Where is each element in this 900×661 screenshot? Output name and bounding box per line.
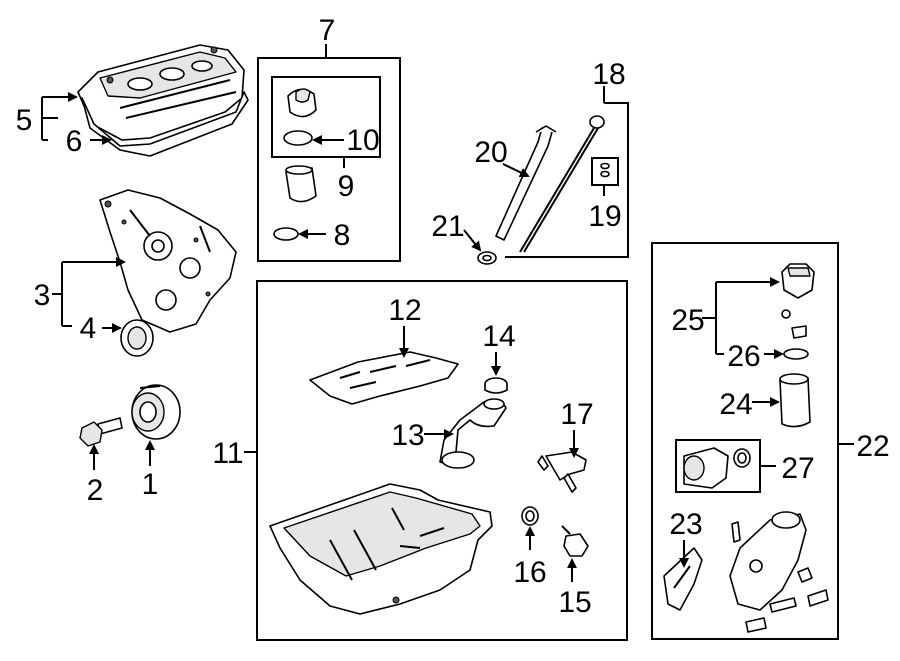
callout-18: 18 (592, 58, 625, 91)
callout-26: 26 (727, 340, 760, 373)
group-box-11 (256, 280, 628, 641)
drain-plug-illustration (561, 525, 589, 557)
callout-14: 14 (482, 320, 515, 353)
callout-5: 5 (16, 104, 33, 137)
crankshaft-damper-illustration (131, 384, 181, 440)
callout-19: 19 (588, 200, 621, 233)
callout-15: 15 (558, 586, 591, 619)
drain-plug-gasket-illustration (521, 506, 539, 526)
timing-cover-seal-illustration (120, 319, 154, 357)
valve-cover-gasket-illustration (81, 91, 249, 157)
callout-22: 22 (856, 430, 889, 463)
filler-cap-oring-illustration (283, 130, 313, 146)
callout-13: 13 (391, 419, 424, 452)
callout-labels: 1 2 3 4 5 6 7 8 9 10 11 12 13 14 15 16 1… (16, 14, 890, 619)
oil-pan-illustration (269, 483, 493, 615)
damper-bolt-illustration (79, 417, 123, 447)
callout-12: 12 (388, 294, 421, 327)
pickup-tube-gasket-illustration (484, 377, 508, 394)
callout-25: 25 (671, 304, 704, 337)
group-box-10-inner (271, 76, 381, 158)
callout-1: 1 (142, 468, 159, 501)
filler-tube-oring-illustration (273, 227, 299, 241)
callout-24: 24 (719, 388, 752, 421)
group-box-7 (257, 57, 401, 262)
callout-21: 21 (431, 210, 464, 243)
callout-10: 10 (346, 124, 379, 157)
oil-filter-adapter-illustration (729, 511, 829, 633)
windage-tray-illustration (309, 351, 459, 405)
group-box-18 (505, 102, 629, 258)
callout-2: 2 (87, 474, 104, 507)
callout-11: 11 (212, 437, 243, 470)
oil-pressure-sensor-illustration (537, 451, 587, 493)
filler-tube-illustration (285, 165, 317, 203)
callout-7: 7 (319, 14, 336, 47)
callout-17: 17 (560, 398, 593, 431)
callout-9: 9 (338, 170, 355, 203)
oil-filler-cap-illustration (287, 88, 317, 118)
oil-pump-pickup-tube-illustration (439, 398, 507, 469)
dipstick-tube-illustration (495, 125, 557, 241)
oil-filter-illustration (779, 373, 811, 428)
callout-8: 8 (334, 219, 351, 252)
dipstick-tube-seal-illustration (477, 251, 497, 265)
callout-4: 4 (80, 312, 97, 345)
dipstick-illustration (519, 115, 605, 253)
callout-20: 20 (474, 136, 507, 169)
callout-16: 16 (513, 556, 546, 589)
oil-cooler-adapter-illustration (683, 447, 751, 489)
group-box-22 (651, 242, 839, 640)
oil-filter-adapter-gasket-illustration (663, 547, 703, 611)
oil-filter-cap-oring-illustration (783, 348, 809, 360)
dipstick-oring-illustration (600, 162, 610, 178)
leader-lines (41, 44, 854, 582)
callout-3: 3 (34, 279, 51, 312)
callout-6: 6 (66, 125, 83, 158)
timing-cover-illustration (99, 189, 237, 333)
callout-23: 23 (669, 508, 702, 541)
callout-27: 27 (781, 452, 814, 485)
oil-filter-housing-cap-illustration (781, 263, 815, 339)
